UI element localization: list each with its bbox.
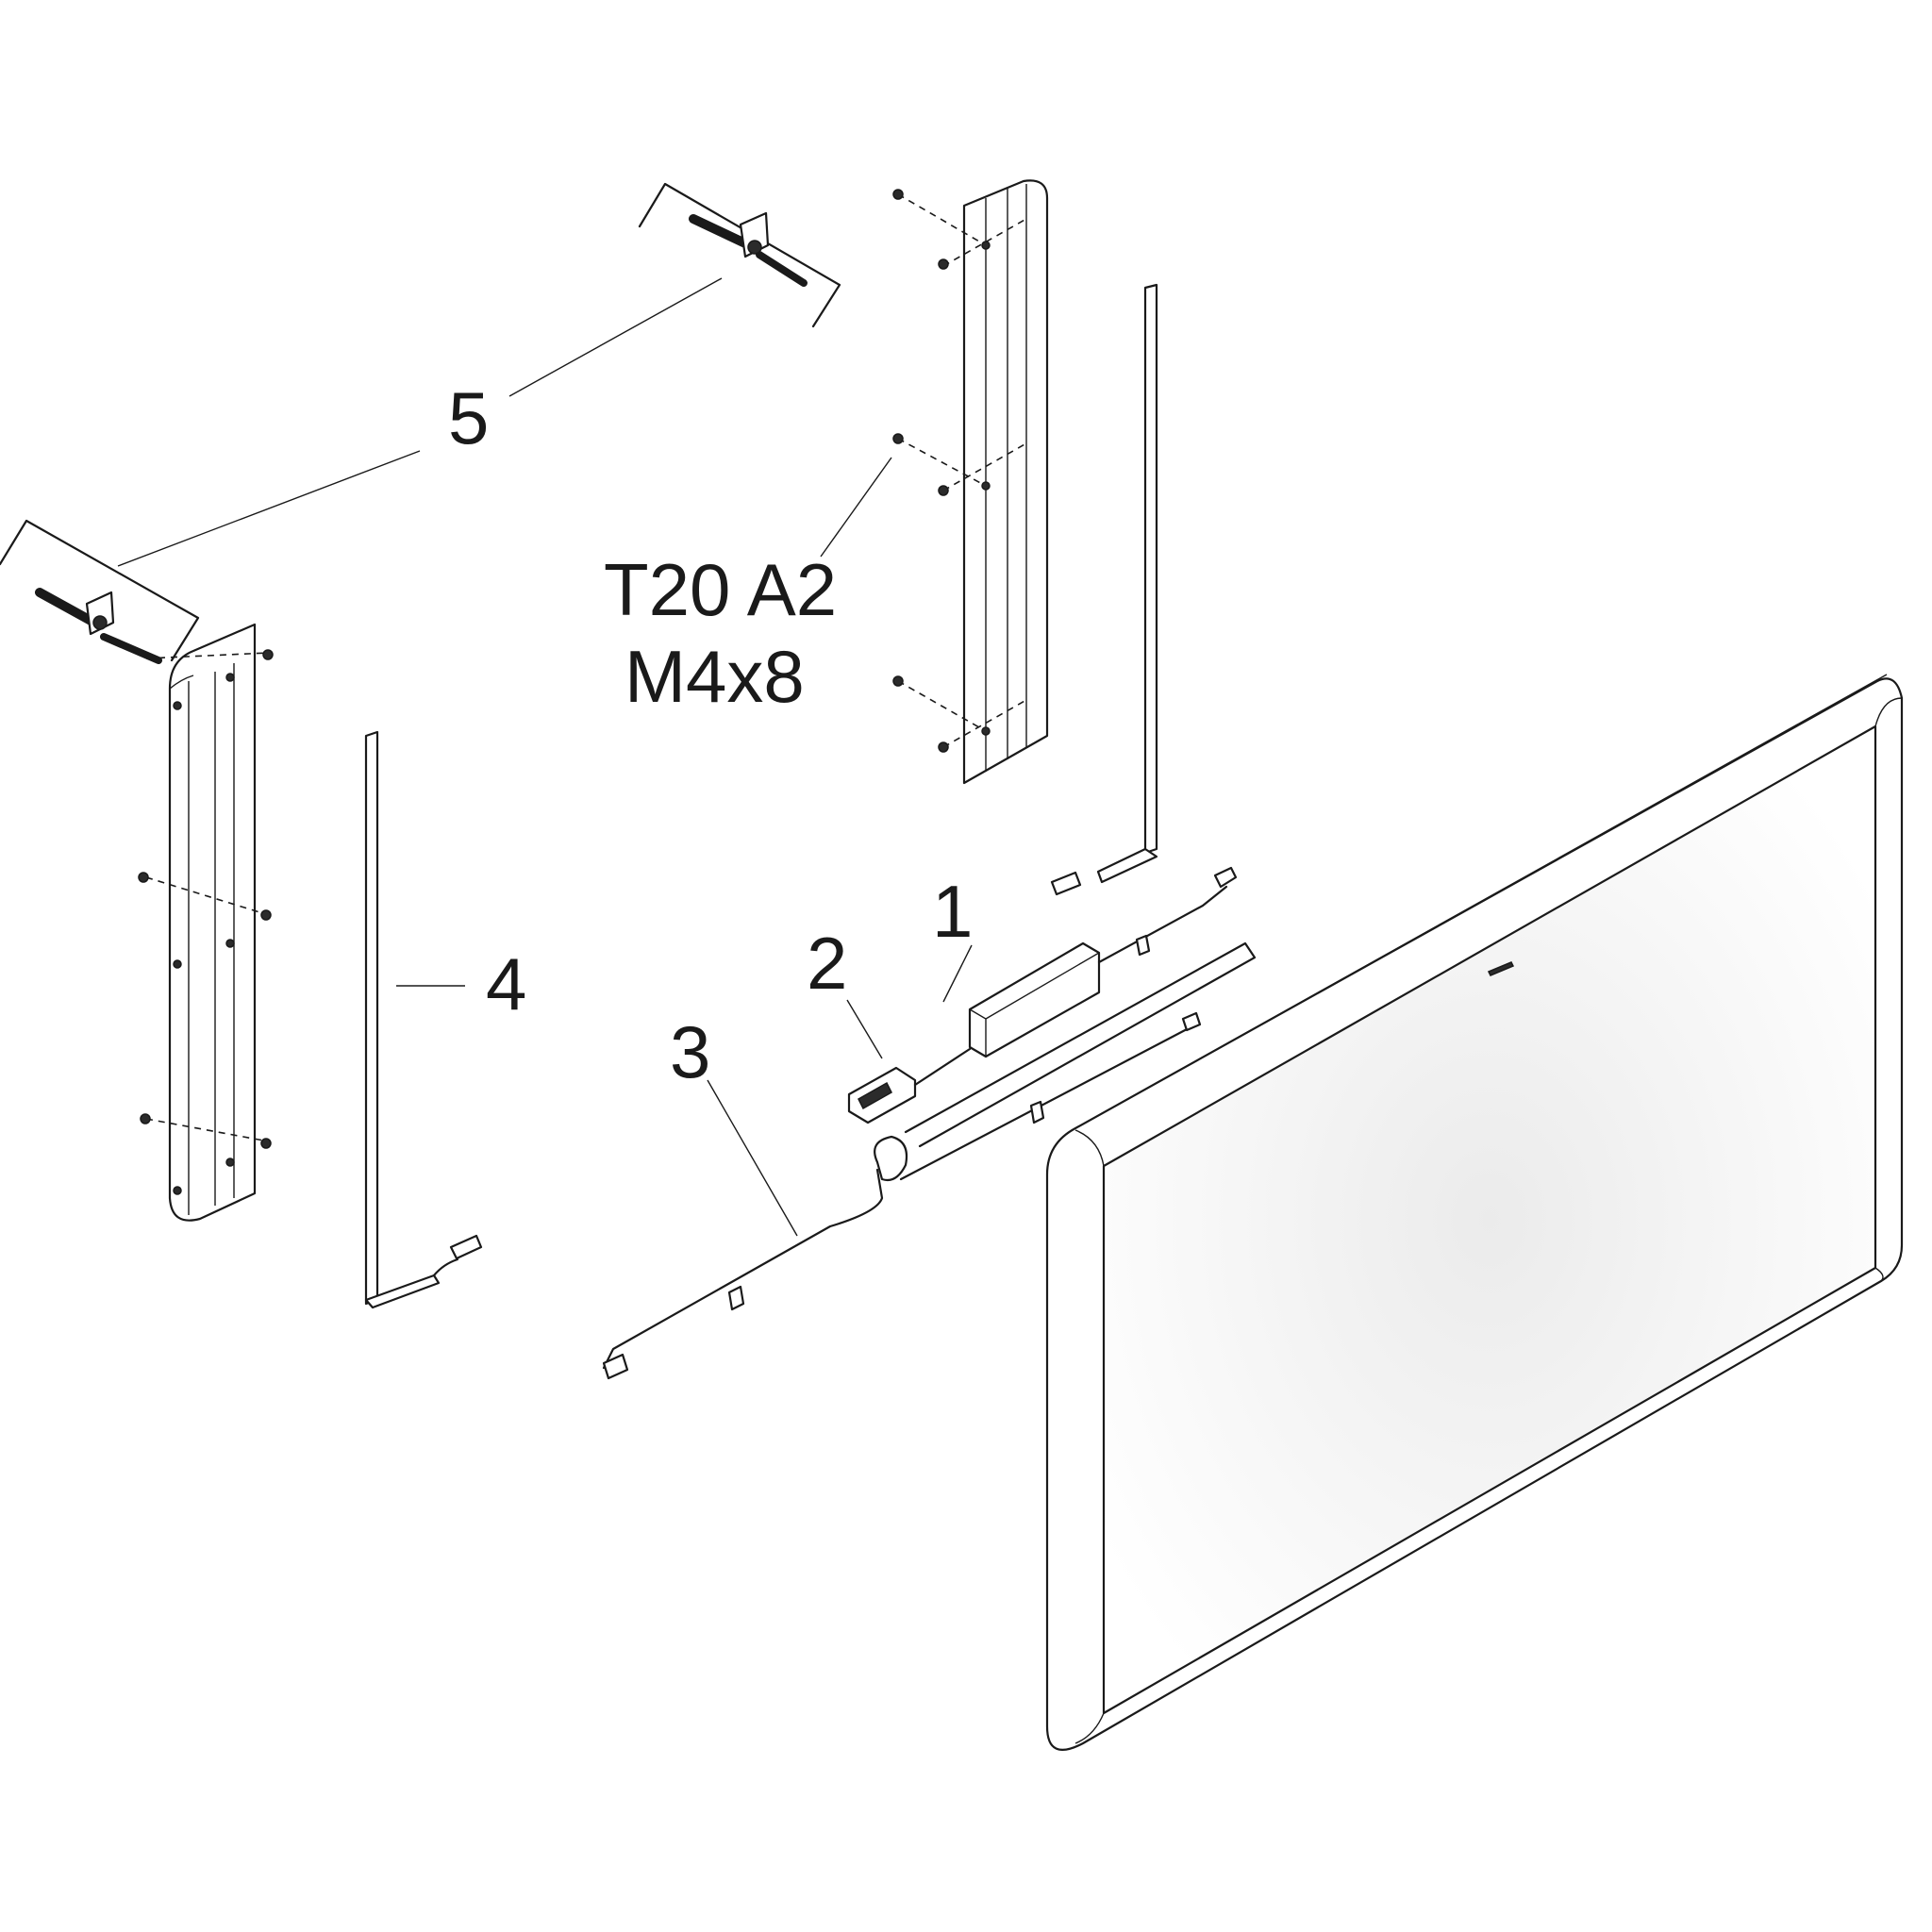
- led-strip-right: [1050, 283, 1158, 896]
- led-strip-left: [364, 730, 483, 1309]
- callout-1: 1: [932, 870, 973, 953]
- cable-harness: [602, 934, 1257, 1380]
- sensor-switch: [847, 1047, 972, 1124]
- right-anchor-set: [638, 182, 841, 328]
- left-wall-rail: [138, 623, 274, 1222]
- leader-3: [707, 1079, 798, 1237]
- leader-1: [942, 944, 973, 1003]
- callout-5: 5: [448, 376, 489, 459]
- leader-lines: [117, 277, 973, 1237]
- leader-5-left: [117, 450, 421, 567]
- brand-logo-icon: [1487, 961, 1515, 976]
- screw-spec-line2: M4x8: [625, 635, 805, 718]
- right-rail-screws: [892, 189, 1027, 753]
- leader-2: [846, 999, 883, 1059]
- led-driver: [968, 866, 1238, 1058]
- right-wall-rail: [892, 179, 1049, 785]
- leader-screw-spec: [820, 457, 892, 558]
- callout-3: 3: [670, 1010, 710, 1093]
- callout-4: 4: [486, 942, 526, 1025]
- mirror-panel: [1045, 674, 1904, 1751]
- callout-2: 2: [807, 922, 847, 1005]
- screw-spec-line1: T20 A2: [604, 548, 837, 631]
- left-anchor-set: [0, 519, 200, 664]
- left-rail-screws: [138, 649, 274, 1195]
- leader-5-right: [508, 277, 723, 397]
